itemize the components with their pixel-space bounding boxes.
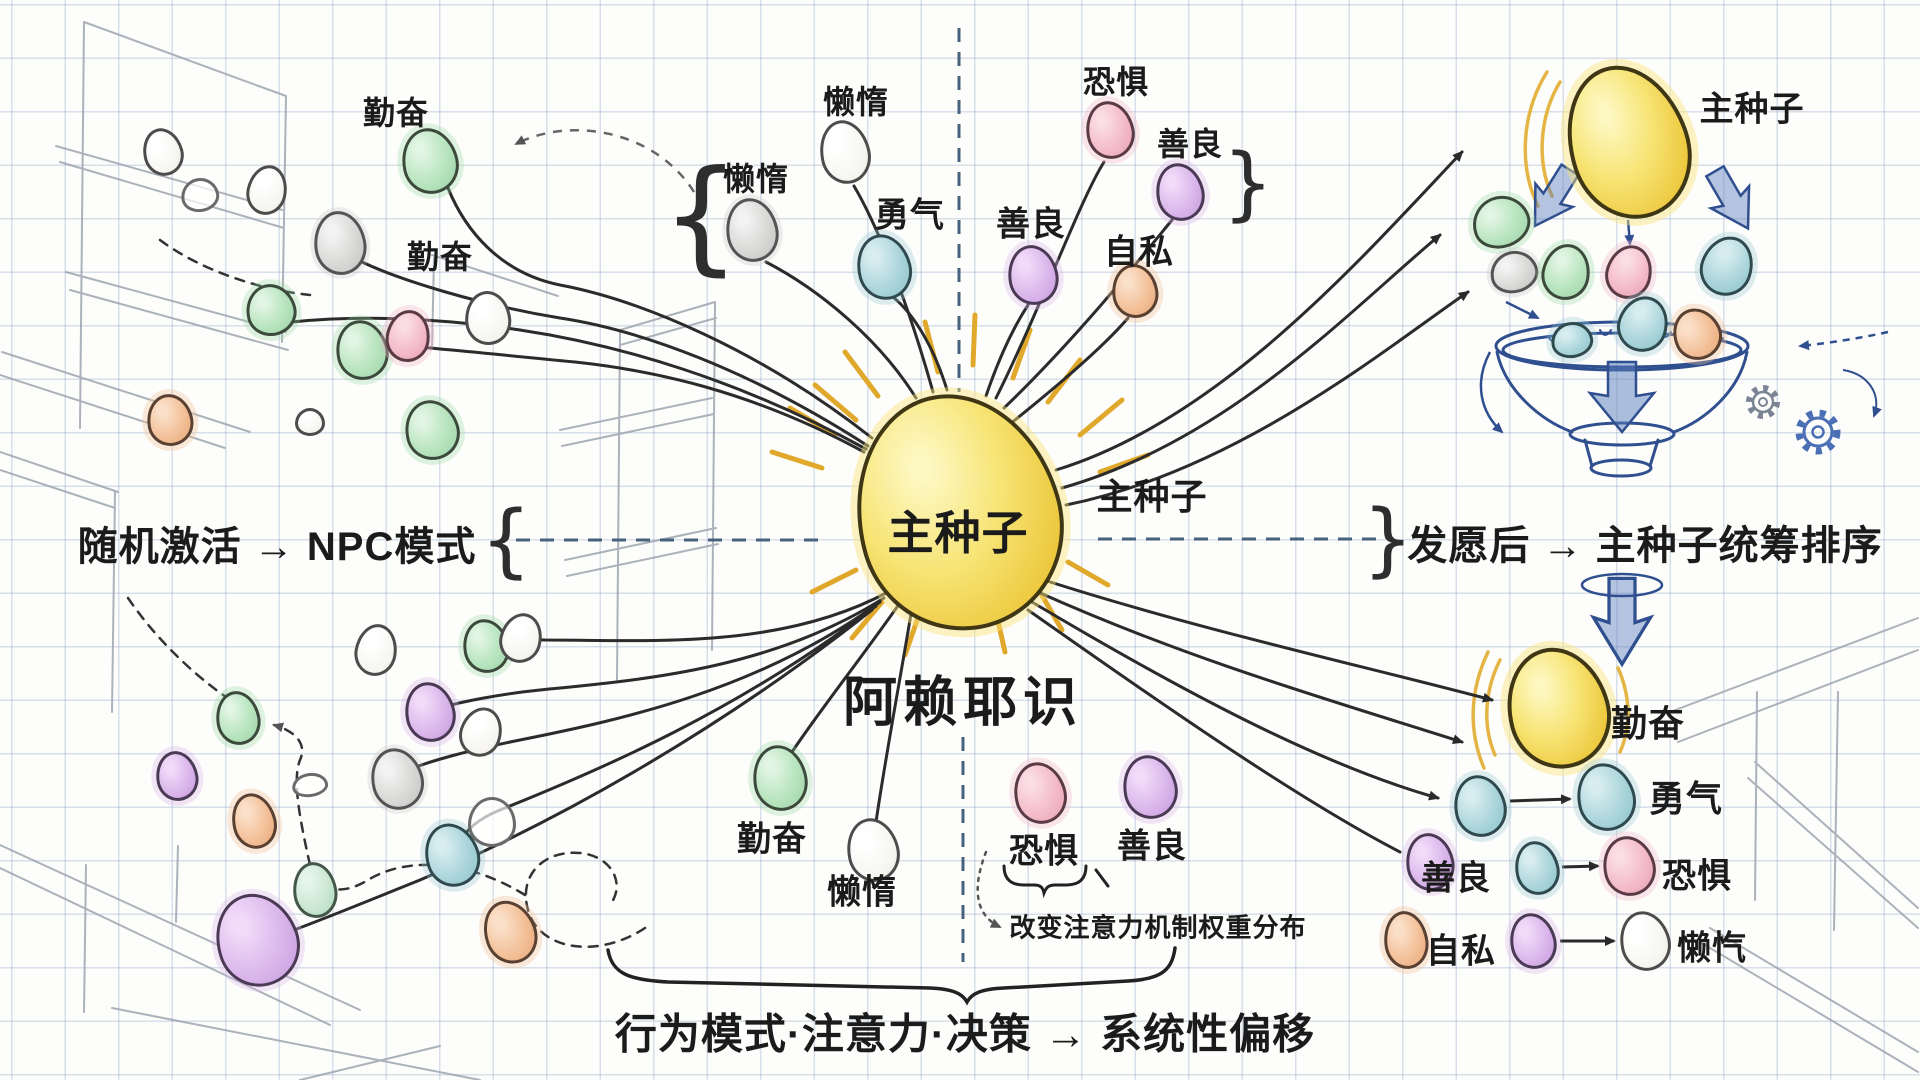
label-selfishness: 自私 xyxy=(1426,932,1496,971)
label-fear: 恐惧 xyxy=(1082,64,1150,100)
label-diligence: 勤奋 xyxy=(406,239,474,275)
bottom-brace xyxy=(606,946,1177,1006)
sorted-row-arrows xyxy=(1509,794,1616,946)
gold-egg-motion-arcs xyxy=(1471,70,1630,770)
quadrant-dashed-lines xyxy=(516,28,1376,962)
dotted-attention-arrow xyxy=(976,850,1002,929)
pencil-room-sketch xyxy=(0,21,1919,1080)
funnel-inner-arrow xyxy=(1586,360,1658,434)
label-courage: 勇气 xyxy=(875,196,945,235)
label-diligence: 勤奋 xyxy=(737,820,807,859)
label-laziness: 懒惰 xyxy=(822,84,890,120)
laziness-group-brace: { xyxy=(661,144,741,289)
center-seed-label: 主种子 xyxy=(887,507,1029,559)
label-laziness: 懒忾 xyxy=(1677,929,1747,968)
dashed-recall-arrow xyxy=(514,128,696,193)
caption-bottom: 行为模式·注意力·决策 → 系统性偏移 xyxy=(614,1010,1316,1058)
right-caption-brace: } xyxy=(1362,492,1414,586)
funnel-seed-label: 主种子 xyxy=(1699,90,1805,129)
label-fear: 恐惧 xyxy=(1009,832,1079,871)
funnel-hollow-arrows xyxy=(1533,162,1751,668)
label-diligence: 勤奋 xyxy=(362,95,430,131)
fear-brace xyxy=(1002,864,1110,899)
seed-egg xyxy=(468,797,516,847)
seed-strands xyxy=(270,150,1494,940)
caption-right: 发愿后 → 主种子统筹排序 xyxy=(1407,524,1883,568)
label-kindness: 善良 xyxy=(1421,859,1491,898)
label-kindness: 善良 xyxy=(1117,827,1187,866)
left-caption-brace: { xyxy=(480,493,532,587)
label-diligence: 勤奋 xyxy=(1610,703,1686,744)
gears-icon xyxy=(1746,385,1841,455)
center-seed-side-label: 主种子 xyxy=(1096,476,1208,517)
attention-note: 改变注意力机制权重分布 xyxy=(1009,912,1307,943)
caption-left: 随机激活 → NPC模式 xyxy=(77,525,477,569)
label-kindness: 善良 xyxy=(1156,126,1224,162)
page-title: 阿赖耶识 xyxy=(843,672,1083,733)
label-laziness: 懒惰 xyxy=(827,873,897,912)
label-selfishness: 自私 xyxy=(1104,233,1174,272)
label-kindness: 善良 xyxy=(996,205,1066,244)
seed-egg xyxy=(295,408,325,436)
kindness-group-brace: } xyxy=(1222,136,1274,230)
label-laziness: 懒惰 xyxy=(722,161,790,197)
label-courage: 勇气 xyxy=(1648,778,1724,819)
label-fear: 恐惧 xyxy=(1662,857,1732,896)
